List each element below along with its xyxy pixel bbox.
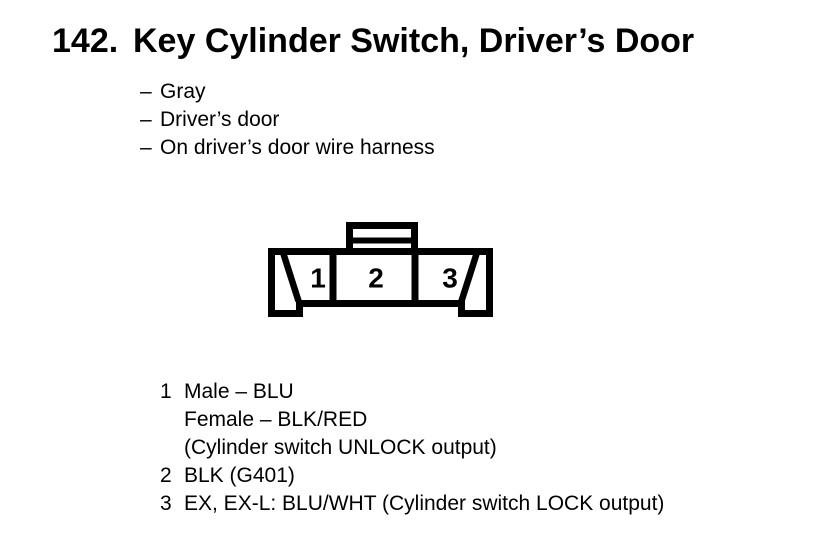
connector-diagram: 1 2 3 [268,222,493,317]
attribute-harness: – On driver’s door wire harness [140,134,435,162]
dash-bullet: – [140,80,152,103]
legend-pin-description: BLK (G401) [184,462,295,490]
pin-number-2: 2 [368,263,384,294]
legend-pin-description: EX, EX-L: BLU/WHT (Cylinder switch LOCK … [184,490,664,518]
connector-body-outline [268,248,493,317]
legend-pin-number: 3 [160,492,172,515]
attribute-text: On driver’s door wire harness [160,136,435,159]
attribute-text: Driver’s door [160,108,280,131]
legend-pin-description: Male – BLU Female – BLK/RED (Cylinder sw… [184,378,497,462]
legend-item-pin-2: 2 BLK (G401) [160,462,664,490]
legend-line: EX, EX-L: BLU/WHT (Cylinder switch LOCK … [184,492,665,515]
legend-line: (Cylinder switch UNLOCK output) [184,436,497,459]
attribute-color: – Gray [140,78,435,106]
page-title: 142. Key Cylinder Switch, Driver’s Door [52,22,694,61]
dash-bullet: – [140,136,152,159]
legend-line: Female – BLK/RED [184,408,368,431]
legend-line: Male – BLU [184,380,294,403]
cavity-wall-right [458,253,480,302]
pin-legend: 1 Male – BLU Female – BLK/RED (Cylinder … [160,378,664,518]
cavity-wall-left [280,253,302,302]
attribute-text: Gray [160,80,206,103]
dash-bullet: – [140,108,152,131]
legend-item-pin-1: 1 Male – BLU Female – BLK/RED (Cylinder … [160,378,664,462]
legend-line: BLK (G401) [184,464,295,487]
legend-pin-number: 1 [160,380,172,403]
connector-attributes: – Gray – Driver’s door – On driver’s doo… [140,78,435,162]
legend-pin-number: 2 [160,464,172,487]
section-title: Key Cylinder Switch, Driver’s Door [133,22,695,60]
legend-item-pin-3: 3 EX, EX-L: BLU/WHT (Cylinder switch LOC… [160,490,664,518]
attribute-location: – Driver’s door [140,106,435,134]
section-number: 142. [52,22,119,60]
pin-number-3: 3 [442,263,458,294]
pin-number-1: 1 [310,263,326,294]
